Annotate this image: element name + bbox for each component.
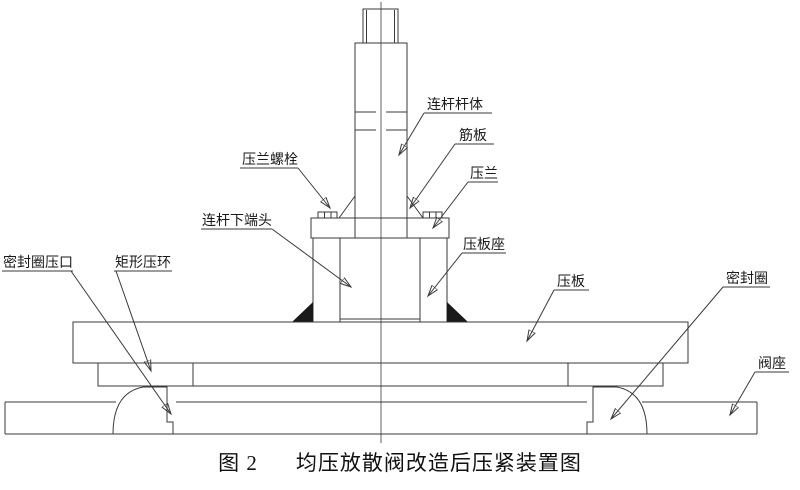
flange-bolt-right — [422, 211, 443, 219]
seal-ring-left — [112, 386, 174, 435]
caption-number: 图 2 — [218, 451, 258, 475]
label-rect-ring: 矩形压环 — [115, 254, 171, 270]
seal-ring-sections — [112, 386, 648, 435]
label-plate: 压板 — [557, 273, 585, 289]
label-rod-lower-end: 连杆下端头 — [202, 212, 272, 228]
plate-seat — [292, 238, 468, 322]
rectangular-ring — [97, 362, 664, 387]
figure-caption: 图 2 均压放散阀改造后压紧装置图 — [0, 447, 800, 477]
label-plate-seat: 压板座 — [463, 236, 505, 252]
rib-plate-right — [406, 195, 424, 219]
label-seal-ring-lip: 密封圈压口 — [3, 254, 73, 270]
callout-labels: 连杆杆体 筋板 压兰 压兰螺栓 连杆下端头 压板座 压板 密封圈 阀座 密封圈压… — [3, 96, 786, 371]
rib-plate-left — [338, 195, 356, 219]
caption-title: 均压放散阀改造后压紧装置图 — [295, 451, 582, 475]
label-seal-ring: 密封圈 — [726, 270, 768, 286]
label-flange: 压兰 — [470, 165, 498, 181]
weld-left — [292, 302, 313, 322]
label-flange-bolt: 压兰螺栓 — [242, 151, 298, 167]
label-rod-body: 连杆杆体 — [427, 96, 483, 112]
label-valve-seat: 阀座 — [758, 355, 786, 371]
leader-lines — [2, 112, 789, 419]
flange-bolt-left — [317, 211, 338, 219]
flange-assembly — [310, 211, 450, 239]
seal-ring-right — [586, 386, 648, 435]
weld-right — [447, 302, 468, 322]
label-rib-plate: 筋板 — [459, 127, 487, 143]
pressure-plate — [72, 321, 689, 364]
